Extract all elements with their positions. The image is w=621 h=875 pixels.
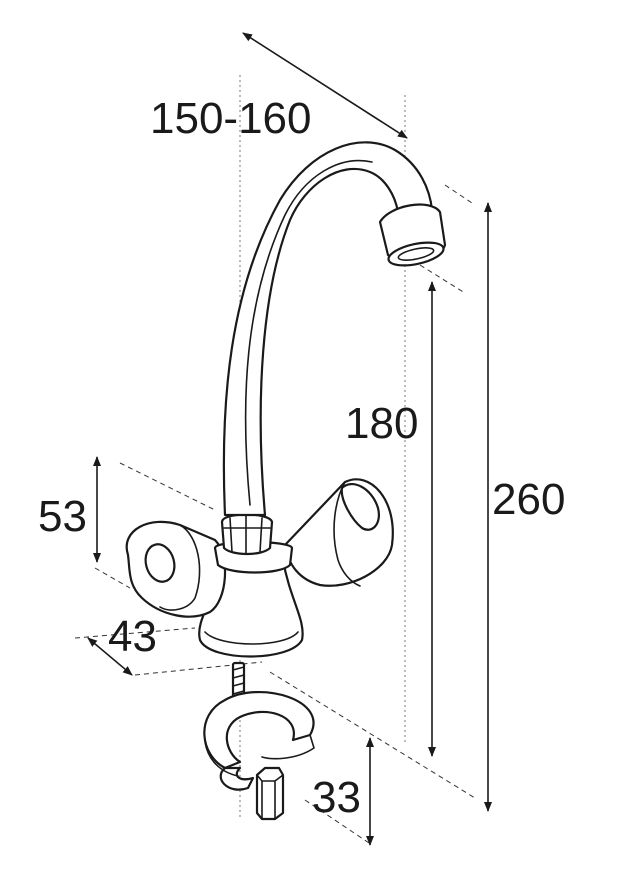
dimension-label-handle-height: 53 [38, 492, 87, 541]
dimension-arrow-reach [242, 32, 408, 139]
right-handle-knob [283, 478, 394, 587]
dimension-spout-height: 180 [345, 281, 436, 757]
extension-lines [74, 184, 476, 846]
dimension-base-diameter: 43 [87, 612, 157, 676]
mounting-horseshoe-washer [203, 691, 315, 791]
dimension-reach: 150-160 [150, 32, 408, 143]
dimension-arrow-base-diameter [87, 637, 133, 676]
faucet-illustration [125, 141, 447, 821]
dimension-total-height: 260 [484, 202, 565, 812]
left-handle-knob [125, 520, 227, 618]
swivel-spout [222, 141, 434, 517]
dimension-label-total-height: 260 [492, 475, 565, 524]
dimension-handle-height: 53 [38, 456, 101, 563]
spout-aerator [378, 203, 447, 267]
dimension-label-mount-thickness: 33 [312, 773, 361, 822]
valve-housing [213, 513, 294, 574]
dimension-label-base-diameter: 43 [108, 612, 157, 661]
dimension-label-spout-height: 180 [345, 399, 418, 448]
dimension-label-reach: 150-160 [150, 94, 311, 143]
hex-mounting-nut [255, 766, 285, 821]
dimension-mount-thickness: 33 [312, 737, 374, 846]
